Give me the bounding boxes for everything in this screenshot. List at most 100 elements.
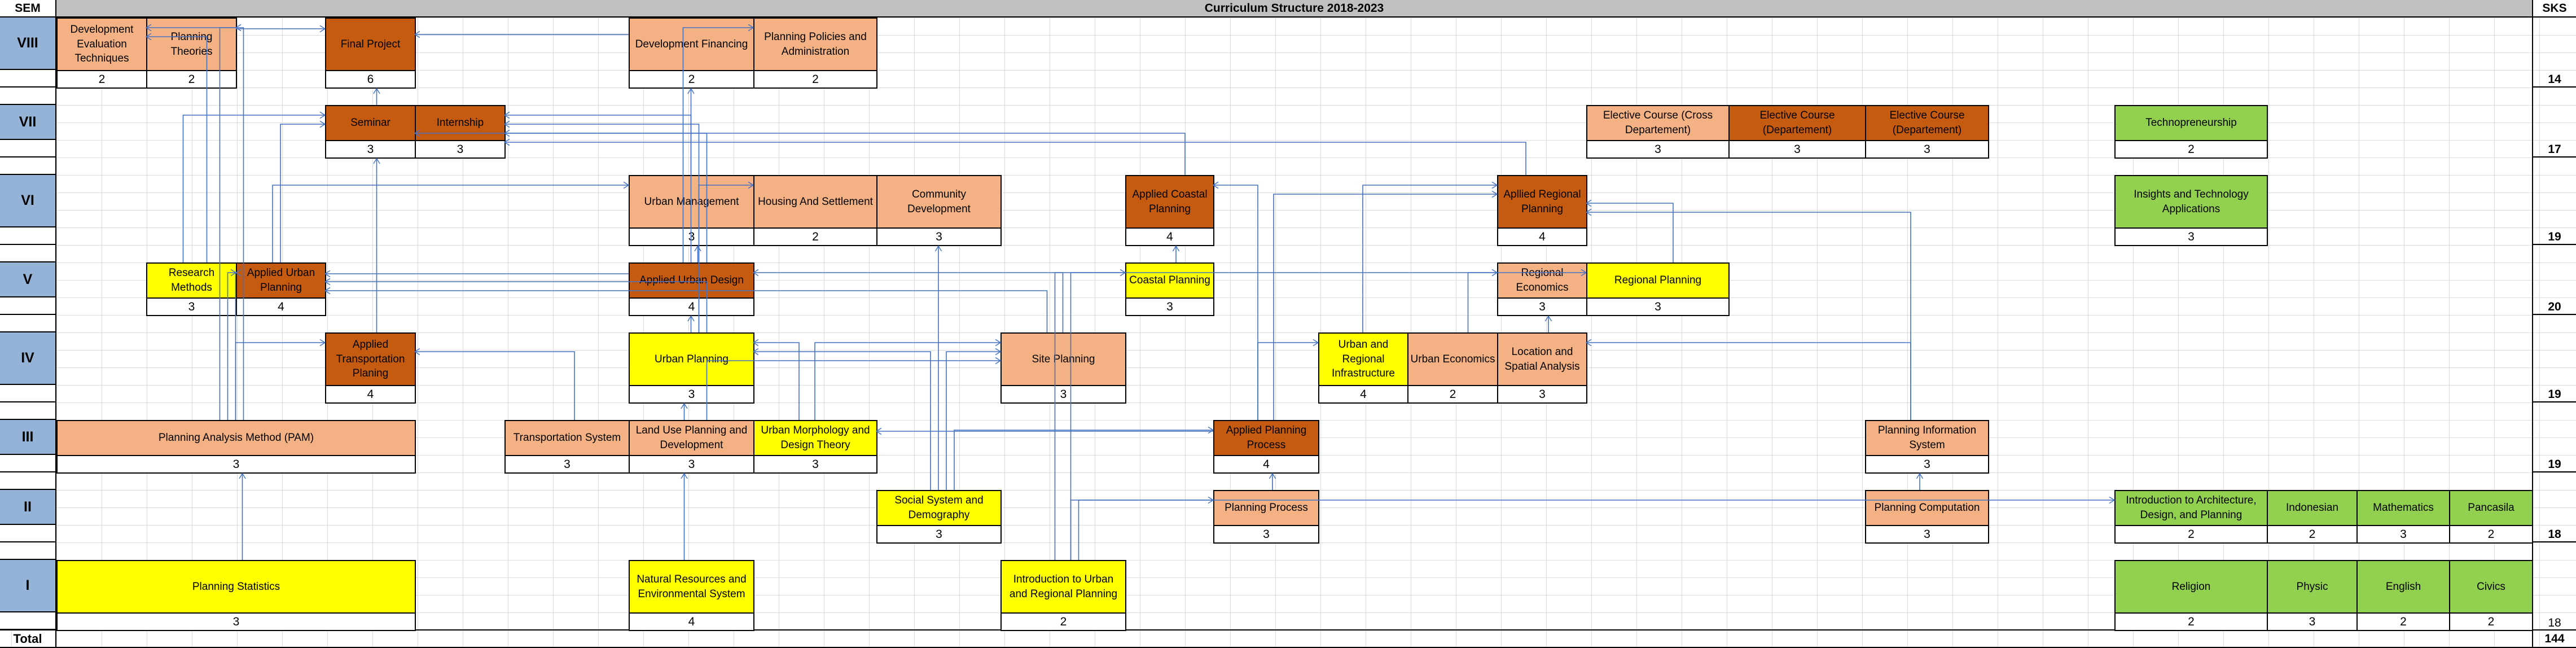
course-name: Applied Urban Design [639,274,744,287]
course-det[interactable]: Development Evaluation Techniques [56,17,147,71]
course-pan[interactable]: Pancasila [2449,490,2533,526]
course-name: Physic [2296,580,2328,593]
course-tech[interactable]: Technopreneurship [2114,105,2268,141]
course-credits: 3 [2356,526,2450,544]
sks-blank-cell [2532,87,2576,105]
semester-sks-total: 18 [2532,560,2576,630]
course-cp[interactable]: Coastal Planning [1125,262,1214,299]
course-credits: 3 [1497,299,1587,316]
course-ecd1[interactable]: Elective Course (Departement) [1728,105,1866,141]
course-rm[interactable]: Research Methods [146,262,237,299]
course-hs[interactable]: Housing And Settlement [753,175,877,229]
course-name: Insights and Technology Applications [2134,188,2249,215]
course-credits: 3 [1728,141,1866,159]
course-name: Transportation System [513,432,621,444]
course-lsa[interactable]: Location and Spatial Analysis [1497,332,1587,386]
course-credits: 2 [2356,614,2450,631]
course-credits: 2 [753,229,877,246]
course-credits: 4 [1318,386,1408,404]
course-credits: 3 [1213,526,1319,544]
semester-label: V [0,262,56,297]
course-pam[interactable]: Planning Analysis Method (PAM) [56,420,416,456]
course-math[interactable]: Mathematics [2356,490,2450,526]
course-iadp[interactable]: Introduction to Architecture, Design, an… [2114,490,2268,526]
course-credits: 3 [1586,299,1730,316]
semester-blank-cell [0,245,56,262]
course-name: Seminar [350,117,390,129]
course-credits: 3 [1586,141,1730,159]
course-name: Regional Economics [1516,267,1569,294]
course-pt[interactable]: Planning Theories [146,17,237,71]
course-iurp[interactable]: Introduction to Urban and Regional Plann… [1000,560,1126,614]
course-uri[interactable]: Urban and Regional Infrastructure [1318,332,1408,386]
semester-label: VIII [0,17,56,70]
course-phy[interactable]: Physic [2267,560,2358,614]
course-name: Applied Transportation Planing [336,339,405,380]
course-credits: 3 [325,141,416,159]
course-rp[interactable]: Regional Planning [1586,262,1730,299]
course-name: Regional Planning [1614,274,1702,287]
course-ppa[interactable]: Planning Policies and Administration [753,17,877,71]
course-ita[interactable]: Insights and Technology Applications [2114,175,2268,229]
course-sp[interactable]: Site Planning [1000,332,1126,386]
course-ecd2[interactable]: Elective Course (Departement) [1865,105,1989,141]
course-credits: 3 [2267,614,2358,631]
course-name: Urban and Regional Infrastructure [1332,339,1395,380]
course-ts[interactable]: Transportation System [504,420,630,456]
course-name: Pancasila [2468,502,2514,514]
course-name: Development Evaluation Techniques [70,24,134,65]
semester-label: II [0,490,56,525]
course-arp[interactable]: Apllied Regional Planning [1497,175,1587,229]
course-name: Introduction to Architecture, Design, an… [2126,494,2257,521]
course-atp[interactable]: Applied Transportation Planing [325,332,416,386]
semester-blank-cell [0,385,56,402]
course-cd[interactable]: Community Development [876,175,1002,229]
semester-blank-cell [0,227,56,245]
course-aup[interactable]: Applied Urban Planning [236,262,326,299]
course-credits: 3 [876,229,1002,246]
course-credits: 2 [1407,386,1498,404]
course-name: Elective Course (Departement) [1759,110,1835,136]
course-credits: 3 [415,141,506,159]
course-ind[interactable]: Indonesian [2267,490,2358,526]
sks-blank-cell [2532,542,2576,560]
course-credits: 4 [1125,229,1214,246]
course-fp[interactable]: Final Project [325,17,416,71]
course-sem[interactable]: Seminar [325,105,416,141]
course-app[interactable]: Applied Planning Process [1213,420,1319,456]
course-credits: 3 [629,456,754,474]
course-up[interactable]: Urban Planning [629,332,754,386]
course-ssd[interactable]: Social System and Demography [876,490,1002,526]
course-name: Technopreneurship [2145,117,2237,129]
semester-label: III [0,420,56,455]
course-int[interactable]: Internship [415,105,506,141]
total-divider [0,629,2576,631]
semester-sks-total: 19 [2532,332,2576,402]
course-lup[interactable]: Land Use Planning and Development [629,420,754,456]
course-acp[interactable]: Applied Coastal Planning [1125,175,1214,229]
course-df[interactable]: Development Financing [629,17,754,71]
course-ecc[interactable]: Elective Course (Cross Departement) [1586,105,1730,141]
course-credits: 3 [629,386,754,404]
course-pc[interactable]: Planning Computation [1865,490,1989,526]
course-eng[interactable]: English [2356,560,2450,614]
course-pis[interactable]: Planning Information System [1865,420,1989,456]
course-ue[interactable]: Urban Economics [1407,332,1498,386]
course-name: Introduction to Urban and Regional Plann… [1009,573,1118,600]
course-um[interactable]: Urban Management [629,175,754,229]
sem-column-header: SEM [0,0,56,17]
course-umd[interactable]: Urban Morphology and Design Theory [753,420,877,456]
course-name: Planning Theories [170,30,213,58]
semester-blank-cell [0,612,56,630]
course-re[interactable]: Regional Economics [1497,262,1587,299]
course-name: Housing And Settlement [758,195,873,208]
course-nre[interactable]: Natural Resources and Environmental Syst… [629,560,754,614]
course-name: English [2385,580,2421,593]
course-pp[interactable]: Planning Process [1213,490,1319,526]
course-ps[interactable]: Planning Statistics [56,560,416,614]
course-civ[interactable]: Civics [2449,560,2533,614]
course-credits: 2 [2114,141,2268,159]
course-rel[interactable]: Religion [2114,560,2268,614]
course-aud[interactable]: Applied Urban Design [629,262,754,299]
course-credits: 4 [325,386,416,404]
